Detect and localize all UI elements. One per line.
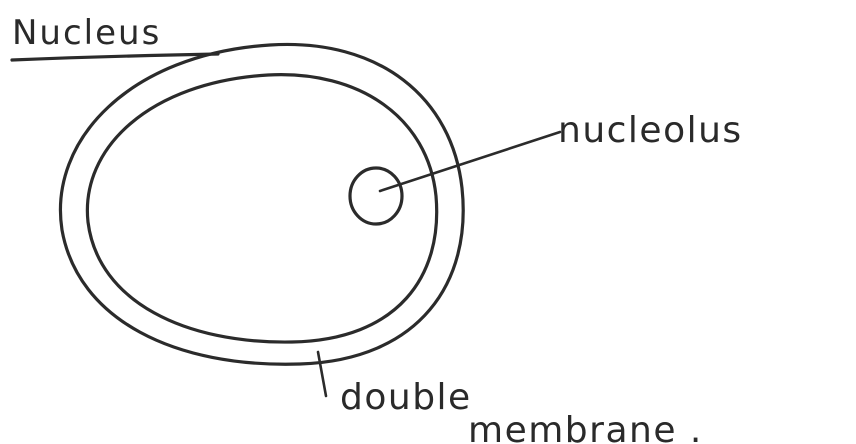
title-underline [12, 54, 218, 60]
nucleolus-label: nucleolus [558, 110, 743, 151]
diagram-title: Nucleus [12, 13, 161, 53]
membrane-label-line1: double [340, 377, 472, 418]
membrane-leader-line [318, 352, 326, 396]
nucleolus-circle [350, 168, 402, 224]
outer-membrane [60, 44, 463, 364]
membrane-label-line2: membrane . [468, 410, 703, 444]
inner-membrane [87, 75, 436, 342]
nucleolus-leader-line [380, 132, 560, 191]
